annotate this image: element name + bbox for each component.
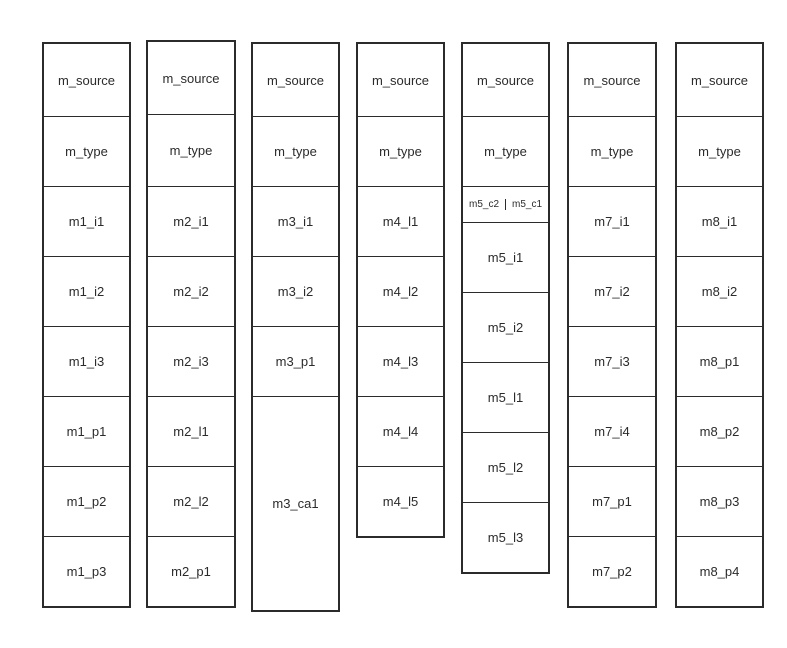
cell-m8-p3: m8_p3 — [677, 466, 762, 536]
cell-m5-c1: m5_c1 — [505, 199, 548, 210]
cell-m-source: m_source — [476, 72, 535, 88]
cell-m3-ca1: m3_ca1 — [253, 396, 338, 610]
cell-m2-i2: m2_i2 — [148, 256, 234, 326]
cell-m7-p2: m7_p2 — [569, 536, 655, 606]
cell-m-source: m_source — [57, 72, 116, 88]
cell-m-type: m_type — [463, 116, 548, 186]
cell-m8-i2: m8_i2 — [677, 256, 762, 326]
cell-m5-i2: m5_i2 — [463, 292, 548, 362]
cell-m-source: m_source — [371, 72, 430, 88]
cell-m-type: m_type — [253, 116, 338, 186]
cell-m8-p4: m8_p4 — [677, 536, 762, 606]
cell-m4-l5: m4_l5 — [358, 466, 443, 536]
cell-m3-i2: m3_i2 — [253, 256, 338, 326]
cell-m1-p1: m1_p1 — [44, 396, 129, 466]
cell-m4-l2: m4_l2 — [358, 256, 443, 326]
cell-m4-l4: m4_l4 — [358, 396, 443, 466]
cell-m-source: m_source — [266, 72, 325, 88]
cell-m-type: m_type — [148, 114, 234, 186]
cell-m5-c2: m5_c2 — [468, 199, 499, 210]
cell-m3-p1: m3_p1 — [253, 326, 338, 396]
cell-m-type: m_type — [677, 116, 762, 186]
cell-m4-l3: m4_l3 — [358, 326, 443, 396]
cell-m1-i2: m1_i2 — [44, 256, 129, 326]
cell-m-source: m_source — [583, 72, 641, 88]
cell-m-source: m_source — [690, 72, 749, 88]
cell-m1-p2: m1_p2 — [44, 466, 129, 536]
cell-m2-p1: m2_p1 — [148, 536, 234, 606]
cell-m8-p2: m8_p2 — [677, 396, 762, 466]
cell-m7-p1: m7_p1 — [569, 466, 655, 536]
cell-m5-l2: m5_l2 — [463, 432, 548, 502]
cell-m4-l1: m4_l1 — [358, 186, 443, 256]
cell-m7-i4: m7_i4 — [569, 396, 655, 466]
cell-m3-i1: m3_i1 — [253, 186, 338, 256]
cell-m7-i1: m7_i1 — [569, 186, 655, 256]
cell-m2-l2: m2_l2 — [148, 466, 234, 536]
cell-m-type: m_type — [569, 116, 655, 186]
cell-m1-p3: m1_p3 — [44, 536, 129, 606]
cell-m7-i3: m7_i3 — [569, 326, 655, 396]
cell-m1-i1: m1_i1 — [44, 186, 129, 256]
cell-m1-i3: m1_i3 — [44, 326, 129, 396]
cell-m2-i1: m2_i1 — [148, 186, 234, 256]
cell-m8-p1: m8_p1 — [677, 326, 762, 396]
cell-m2-i3: m2_i3 — [148, 326, 234, 396]
cell-m5-l3: m5_l3 — [463, 502, 548, 572]
cell-m-type: m_type — [358, 116, 443, 186]
cell-m7-i2: m7_i2 — [569, 256, 655, 326]
cell-m5-l1: m5_l1 — [463, 362, 548, 432]
cell-m2-l1: m2_l1 — [148, 396, 234, 466]
cell-m8-i1: m8_i1 — [677, 186, 762, 256]
cell-m-type: m_type — [44, 116, 129, 186]
cell-m5-i1: m5_i1 — [463, 222, 548, 292]
cell-m-source: m_source — [162, 70, 220, 86]
cell-split-m5: m5_c2 m5_c1 — [463, 186, 548, 222]
